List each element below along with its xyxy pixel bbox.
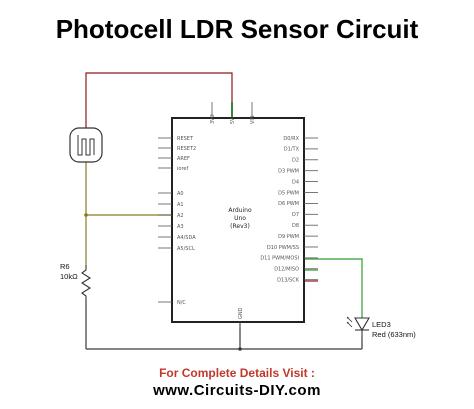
footer-visit-text: For Complete Details Visit : [159, 366, 315, 380]
pin-label-vin: VIN [250, 115, 256, 124]
pin-label-d7: D7 [292, 212, 299, 218]
pin-label-d6-pwm: D6 PWM [278, 201, 299, 207]
r6-value: 10kΩ [60, 272, 78, 281]
pin-label-reset2: RESET2 [177, 146, 196, 152]
footer-website-link[interactable]: www.Circuits-DIY.com [153, 382, 321, 399]
pin-label-aref: AREF [177, 156, 190, 162]
pin-label-a3: A3 [177, 224, 184, 230]
arduino-board [171, 117, 305, 323]
pin-label-5v: 5V [230, 117, 236, 124]
pin-label-d12-miso: D12/MISO [274, 267, 299, 273]
resistor-r6 [80, 265, 92, 300]
pin-label-a0: A0 [177, 191, 184, 197]
ldr-photocell [69, 127, 103, 163]
pin-label-ioref: ioref [177, 166, 188, 172]
r6-name: R6 [60, 262, 70, 271]
pin-label-a4-sda: A4/SDA [177, 235, 196, 241]
pin-label-d11-pwm-mosi: D11 PWM/MOSI [260, 256, 299, 262]
pin-label-gnd: GND [238, 307, 244, 319]
led3-value: Red (633nm) [372, 330, 416, 339]
pin-label-n-c: N/C [177, 300, 186, 306]
pin-label-a5-scl: A5/SCL [177, 246, 195, 252]
junction-gnd [238, 347, 242, 351]
junction-a2 [84, 213, 88, 217]
pin-label-d0-rx: D0/RX [283, 136, 299, 142]
pin-label-d3-pwm: D3 PWM [278, 169, 299, 175]
wire-5v [85, 72, 233, 128]
led3 [346, 316, 370, 338]
pin-label-d2: D2 [292, 158, 299, 164]
pin-label-d5-pwm: D5 PWM [278, 190, 299, 196]
arduino-name: Arduino [228, 207, 252, 214]
page-title: Photocell LDR Sensor Circuit [55, 14, 419, 44]
pin-label-reset: RESET [177, 136, 194, 142]
arduino-rev: (Rev3) [230, 223, 250, 230]
pin-label-d10-pwm-ss: D10 PWM/SS [267, 245, 299, 251]
pin-label-d9-pwm: D9 PWM [278, 234, 299, 240]
pin-label-a2: A2 [177, 213, 184, 219]
pin-label-3v3: 3V3 [210, 114, 216, 124]
pin-label-d1-tx: D1/TX [284, 147, 300, 153]
wire-d11-led [304, 258, 363, 318]
pin-label-d4: D4 [292, 179, 299, 185]
pin-label-a1: A1 [177, 202, 184, 208]
led3-name: LED3 [372, 320, 391, 329]
arduino-model: Uno [234, 215, 246, 222]
pin-label-d8: D8 [292, 223, 299, 229]
pin-label-d13-sck: D13/SCK [277, 278, 300, 284]
